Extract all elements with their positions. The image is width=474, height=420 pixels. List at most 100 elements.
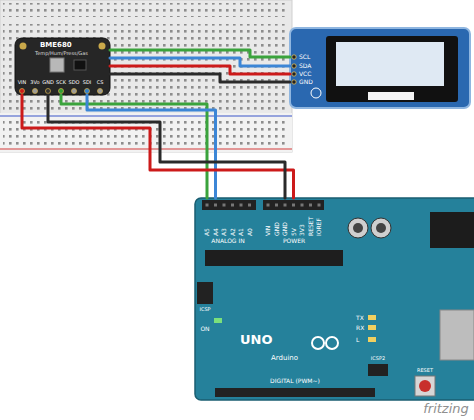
power-rail	[0, 113, 292, 152]
bme680-board	[15, 38, 110, 95]
wire	[22, 95, 294, 198]
led	[214, 318, 222, 323]
header-label: ICSP	[199, 307, 210, 312]
led	[368, 337, 376, 342]
pin-label: SCL	[299, 54, 310, 60]
power-header	[263, 200, 324, 210]
power-jack	[430, 212, 474, 248]
pin-label: A1	[238, 228, 244, 236]
header-hole	[275, 204, 278, 207]
capacitor	[348, 218, 368, 238]
sensor-chip	[50, 58, 64, 72]
pin-label: A0	[247, 228, 253, 236]
led-label: L	[356, 337, 359, 343]
arduino-logo	[312, 337, 324, 349]
arduino-logo	[326, 337, 338, 349]
led	[368, 325, 376, 330]
header-label: ICSP2	[371, 356, 385, 361]
rail-line	[0, 116, 292, 117]
header-hole	[301, 204, 304, 207]
breadboard-holes	[3, 24, 289, 110]
brand-name: Arduino	[271, 355, 298, 362]
header-hole	[292, 204, 295, 207]
board-subtitle: Temp/Hum/Press/Gas	[35, 51, 88, 56]
capacitor	[371, 218, 391, 238]
header-label: POWER	[283, 238, 305, 244]
pin-label: SDO	[69, 80, 80, 85]
reset-button	[419, 380, 431, 392]
arduino-board	[195, 198, 474, 400]
pin-label: 3V3	[299, 224, 305, 236]
pin-label: A3	[221, 228, 227, 236]
board-model: UNO	[240, 333, 273, 346]
header-hole	[309, 204, 312, 207]
pin-label: 5V	[291, 228, 297, 236]
led-label: ON	[200, 326, 209, 332]
pin-label: GND	[282, 222, 288, 236]
wire	[48, 95, 285, 198]
flex-tab	[368, 92, 414, 100]
header-pin	[98, 89, 103, 94]
header-pin	[46, 89, 51, 94]
header-pin	[292, 72, 296, 76]
header-pin	[85, 89, 90, 94]
watermark: fritzing	[423, 402, 469, 415]
oled-board	[290, 28, 470, 108]
pin-label: A2	[230, 228, 236, 236]
led-label: RX	[356, 325, 364, 331]
sensor-board: BME680Temp/Hum/Press/Gas	[15, 38, 110, 95]
usb-port	[440, 310, 474, 360]
header-pin	[72, 89, 77, 94]
display-frame	[326, 36, 458, 102]
header-pins	[292, 55, 296, 84]
capacitor	[353, 223, 363, 233]
breadboard-holes	[3, 120, 289, 146]
led-label: TX	[356, 315, 364, 321]
pin-label: VIN	[18, 80, 27, 85]
header-hole	[240, 204, 243, 207]
mount-hole	[99, 43, 106, 50]
analog-header	[202, 200, 256, 210]
pin-label: CS	[97, 80, 104, 85]
board-outline	[15, 38, 110, 95]
board-outline	[195, 198, 474, 400]
logo	[311, 88, 321, 98]
header-label: ANALOG IN	[211, 238, 244, 244]
header-label: DIGITAL (PWM~)	[270, 378, 320, 384]
pin-label: SCK	[56, 80, 66, 85]
pin-label: VIN	[265, 226, 271, 236]
breadboard-holes	[3, 3, 289, 17]
header-pin	[292, 80, 296, 84]
board-title: BME680	[40, 42, 72, 49]
pin-label: IOREF	[316, 218, 322, 236]
header-pin	[59, 89, 64, 94]
button-label: RESET	[417, 368, 433, 373]
header-hole	[206, 204, 209, 207]
header-hole	[214, 204, 217, 207]
pin-label: RESET	[308, 217, 314, 236]
header-pin	[33, 89, 38, 94]
oled-display: SCLSDAVCCGND	[290, 28, 470, 108]
oled-module	[290, 28, 470, 108]
header-holes	[200, 204, 385, 395]
pin-label: GND	[42, 80, 53, 85]
display-glass	[336, 42, 444, 86]
header-hole	[284, 204, 287, 207]
pin-label: SDI	[83, 80, 92, 85]
icsp2-header	[368, 364, 388, 376]
pin-label: 3Vo	[30, 80, 39, 85]
microcontroller-chip	[205, 250, 343, 266]
header-hole	[248, 204, 251, 207]
digital-header	[215, 388, 375, 397]
wire	[110, 74, 290, 82]
header-pin	[292, 64, 296, 68]
header-hole	[267, 204, 270, 207]
mount-hole	[20, 43, 27, 50]
pin-label: A5	[204, 228, 210, 236]
regulator-chip	[74, 60, 86, 70]
reset-button	[415, 376, 435, 396]
header-pins	[20, 89, 103, 94]
header-pin	[292, 55, 296, 59]
